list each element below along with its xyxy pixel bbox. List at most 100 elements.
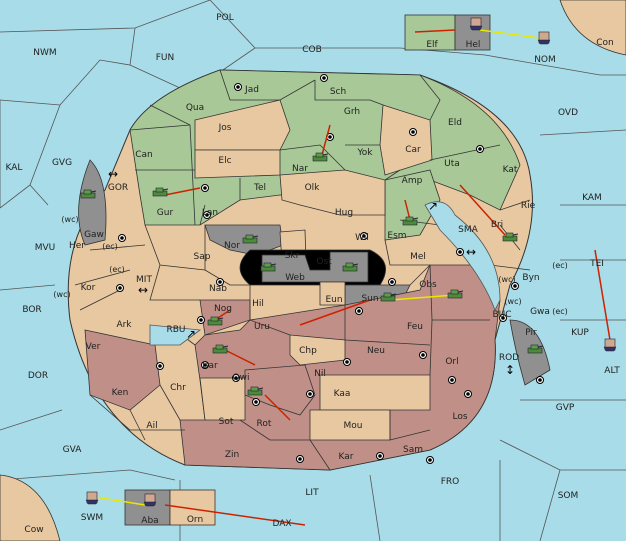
label-aba[interactable]: Aba — [141, 516, 158, 526]
army-unit-icon[interactable] — [242, 234, 259, 244]
label-uru[interactable]: Uru — [254, 322, 270, 332]
label-elf[interactable]: Elf — [426, 40, 438, 50]
label-skr[interactable]: Skr — [285, 251, 300, 261]
army-unit-icon[interactable] — [260, 262, 277, 272]
label-swm[interactable]: SWM — [81, 513, 103, 523]
label-rod[interactable]: ROD — [499, 353, 519, 363]
label-ovd[interactable]: OVD — [558, 108, 578, 118]
label-car[interactable]: Car — [405, 145, 421, 155]
label-dax[interactable]: DAX — [272, 519, 291, 529]
label-byn[interactable]: Byn — [522, 273, 539, 283]
label-alt[interactable]: ALT — [604, 366, 620, 376]
label-ail[interactable]: Ail — [146, 421, 157, 431]
label-ost[interactable]: Ost — [316, 257, 332, 267]
label-gur[interactable]: Gur — [157, 208, 174, 218]
label-zin[interactable]: Zin — [225, 450, 239, 460]
label-mvu[interactable]: MVU — [35, 243, 56, 253]
label-esm[interactable]: Esm — [387, 231, 406, 241]
label-gva[interactable]: GVA — [63, 445, 83, 455]
label-sot[interactable]: Sot — [219, 417, 234, 427]
label-con[interactable]: Con — [596, 38, 614, 48]
army-unit-icon[interactable] — [312, 152, 329, 162]
label-cow[interactable]: Cow — [24, 525, 43, 535]
label-tel[interactable]: Tel — [253, 183, 266, 193]
fleet-unit-icon[interactable] — [85, 491, 99, 505]
label-kor[interactable]: Kor — [81, 283, 96, 293]
label-bri[interactable]: Bri — [491, 220, 503, 230]
label-rot[interactable]: Rot — [257, 419, 272, 429]
label-her[interactable]: Her — [69, 241, 85, 251]
label-lit[interactable]: LIT — [305, 488, 319, 498]
label-gvg[interactable]: GVG — [52, 158, 72, 168]
label-web[interactable]: Web — [285, 273, 305, 283]
label-qua[interactable]: Qua — [186, 103, 204, 113]
label-nab[interactable]: Nab — [209, 284, 227, 294]
label-dor[interactable]: DOR — [28, 371, 48, 381]
label-nil[interactable]: Nil — [314, 369, 326, 379]
label-kal[interactable]: KAL — [6, 163, 23, 173]
label-kam[interactable]: KAM — [582, 193, 602, 203]
label-fro[interactable]: FRO — [441, 477, 460, 487]
label-rie[interactable]: Rie — [521, 201, 536, 211]
label-nog[interactable]: Nog — [214, 304, 232, 314]
label-som[interactable]: SOM — [558, 491, 579, 501]
label-sma[interactable]: SMA — [458, 225, 478, 235]
label-pir[interactable]: Pir — [525, 328, 537, 338]
label-orl[interactable]: Orl — [445, 357, 458, 367]
label-bar[interactable]: Bar — [202, 361, 218, 371]
label-gor[interactable]: GOR — [108, 183, 128, 193]
label-mel[interactable]: Mel — [410, 252, 426, 262]
label-fun[interactable]: FUN — [156, 53, 175, 63]
label-ver[interactable]: Ver — [86, 342, 101, 352]
label-buc[interactable]: BUC — [492, 310, 511, 320]
label-eun[interactable]: Eun — [325, 295, 342, 305]
label-hug[interactable]: Hug — [335, 208, 353, 218]
label-amp[interactable]: Amp — [402, 176, 423, 186]
label-eld[interactable]: Eld — [448, 118, 462, 128]
fleet-unit-icon[interactable] — [143, 493, 157, 507]
label-mit[interactable]: MIT — [136, 275, 152, 285]
label-bor[interactable]: BOR — [22, 305, 41, 315]
army-unit-icon[interactable] — [380, 292, 397, 302]
label-jad[interactable]: Jad — [244, 85, 259, 95]
army-unit-icon[interactable] — [402, 216, 419, 226]
label-olk[interactable]: Olk — [305, 183, 321, 193]
label-kar[interactable]: Kar — [339, 452, 354, 462]
army-unit-icon[interactable] — [152, 187, 169, 197]
label-qwi[interactable]: Qwi — [233, 373, 250, 383]
army-unit-icon[interactable] — [247, 386, 264, 396]
label-nar[interactable]: Nar — [292, 164, 308, 174]
label-orn[interactable]: Orn — [187, 515, 203, 525]
label-uta[interactable]: Uta — [444, 159, 460, 169]
label-kat[interactable]: Kat — [503, 165, 518, 175]
label-lan[interactable]: Lan — [202, 208, 218, 218]
army-unit-icon[interactable] — [212, 344, 229, 354]
label-sap[interactable]: Sap — [194, 252, 211, 262]
label-neu[interactable]: Neu — [367, 346, 385, 356]
label-feu[interactable]: Feu — [407, 322, 423, 332]
fleet-unit-icon[interactable] — [603, 338, 617, 352]
label-obs[interactable]: Obs — [419, 280, 437, 290]
army-unit-icon[interactable] — [207, 316, 224, 326]
label-jos[interactable]: Jos — [218, 123, 232, 133]
army-unit-icon[interactable] — [342, 262, 359, 272]
label-wil[interactable]: Wil — [355, 233, 369, 243]
label-gaw[interactable]: Gaw — [84, 230, 104, 240]
label-ken[interactable]: Ken — [112, 388, 129, 398]
label-ark[interactable]: Ark — [116, 320, 132, 330]
army-unit-icon[interactable] — [527, 344, 544, 354]
label-nwm[interactable]: NWM — [33, 48, 56, 58]
label-hil[interactable]: Hil — [252, 299, 264, 309]
army-unit-icon[interactable] — [502, 232, 519, 242]
army-unit-icon[interactable] — [80, 189, 97, 199]
label-sch[interactable]: Sch — [330, 87, 346, 97]
label-gvp[interactable]: GVP — [556, 403, 575, 413]
label-cob[interactable]: COB — [302, 45, 322, 55]
label-grh[interactable]: Grh — [344, 107, 360, 117]
label-gwa[interactable]: Gwa — [530, 307, 550, 317]
label-yok[interactable]: Yok — [356, 148, 373, 158]
label-can[interactable]: Can — [135, 150, 153, 160]
label-tei[interactable]: TEI — [589, 259, 604, 269]
label-chr[interactable]: Chr — [170, 383, 186, 393]
